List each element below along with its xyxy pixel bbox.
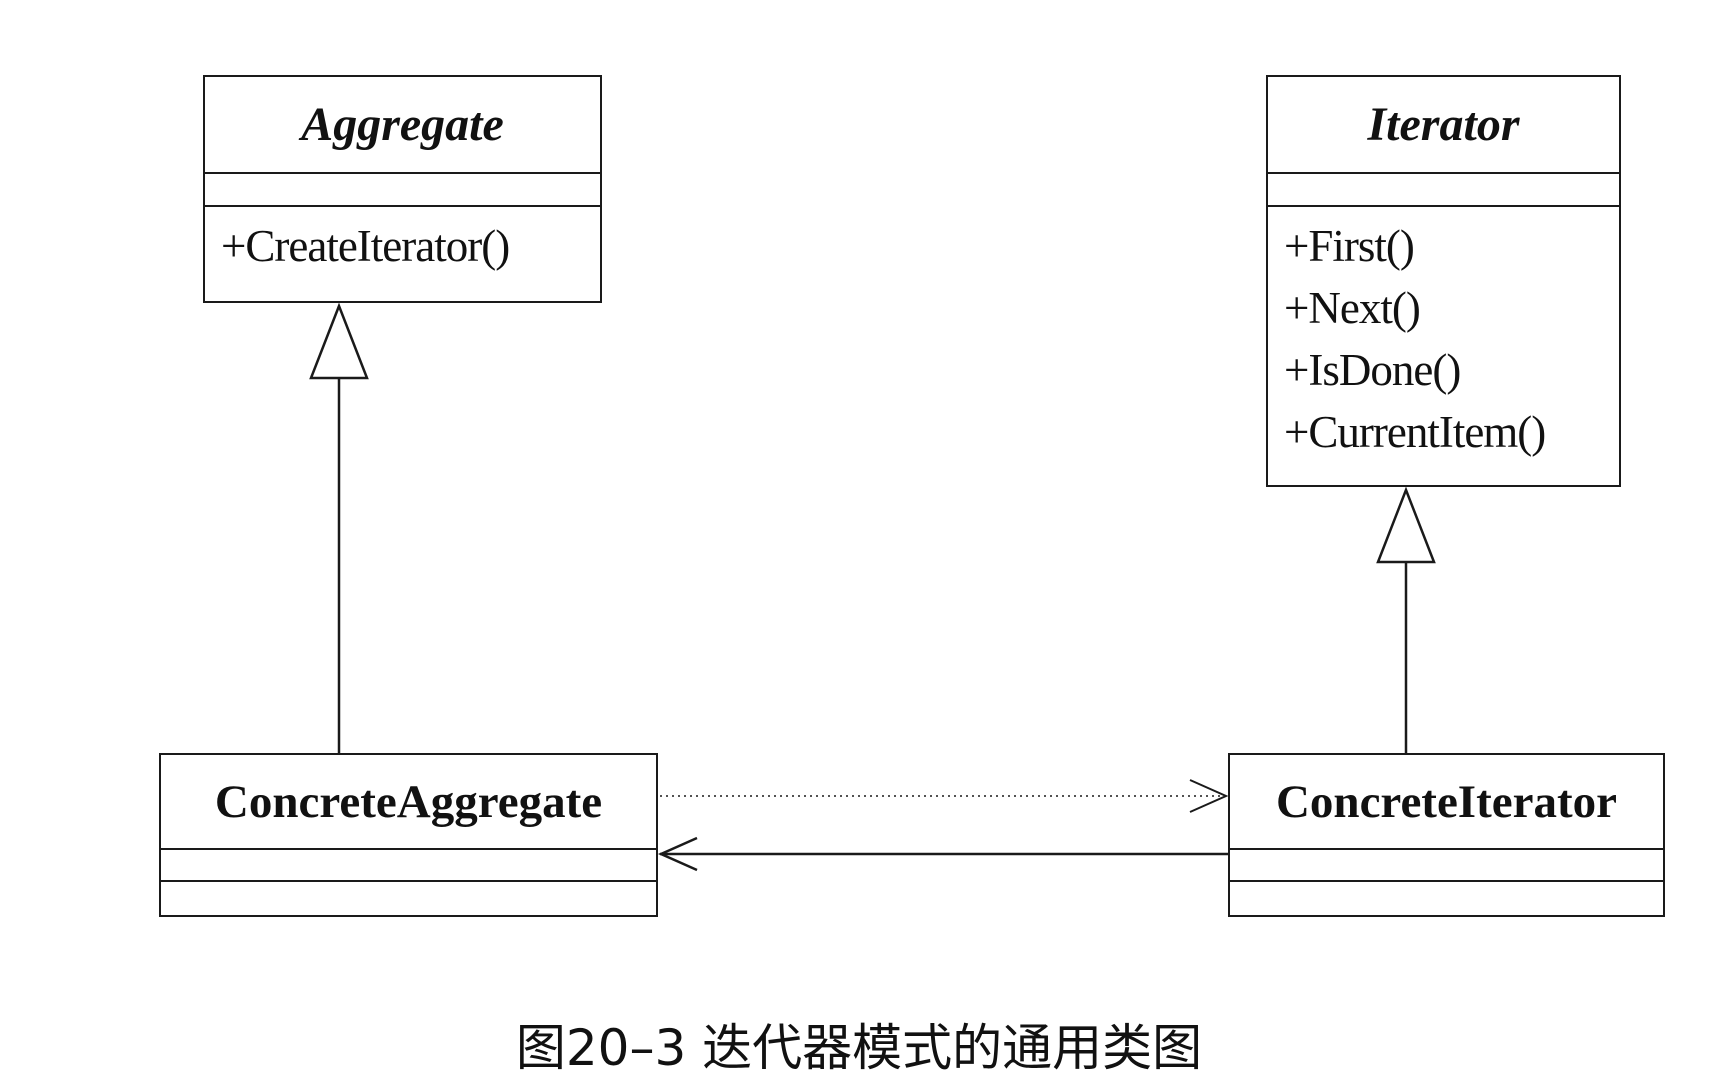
operation-first: +First() bbox=[1284, 221, 1415, 271]
operation-current-item: +CurrentItem() bbox=[1284, 407, 1546, 457]
class-aggregate-name: Aggregate bbox=[205, 77, 600, 174]
class-iterator-name: Iterator bbox=[1268, 77, 1619, 174]
operation-is-done: +IsDone() bbox=[1284, 345, 1461, 395]
class-concrete-iterator-operations bbox=[1230, 882, 1663, 915]
class-concrete-iterator-name: ConcreteIterator bbox=[1230, 755, 1663, 850]
class-concrete-aggregate-attributes bbox=[161, 850, 656, 882]
class-concrete-aggregate: ConcreteAggregate bbox=[159, 753, 658, 917]
class-concrete-aggregate-name: ConcreteAggregate bbox=[161, 755, 656, 850]
operation-create-iterator: +CreateIterator() bbox=[221, 221, 510, 271]
class-aggregate-attributes bbox=[205, 174, 600, 207]
class-iterator-operations: +First() +Next() +IsDone() +CurrentItem(… bbox=[1268, 207, 1619, 463]
dependency-arrowhead bbox=[1189, 779, 1229, 813]
class-concrete-iterator-attributes bbox=[1230, 850, 1663, 882]
class-aggregate: Aggregate +CreateIterator() bbox=[203, 75, 602, 303]
class-iterator-attributes bbox=[1268, 174, 1619, 207]
class-concrete-iterator: ConcreteIterator bbox=[1228, 753, 1665, 917]
association-arrowhead bbox=[657, 836, 698, 872]
class-aggregate-operations: +CreateIterator() bbox=[205, 207, 600, 277]
generalization-arrowhead-iterator bbox=[1376, 486, 1436, 564]
operation-next: +Next() bbox=[1284, 283, 1421, 333]
class-concrete-aggregate-operations bbox=[161, 882, 656, 915]
class-iterator: Iterator +First() +Next() +IsDone() +Cur… bbox=[1266, 75, 1621, 487]
generalization-arrowhead-aggregate bbox=[309, 302, 369, 380]
figure-caption: 图20–3 迭代器模式的通用类图 bbox=[515, 1019, 1203, 1077]
